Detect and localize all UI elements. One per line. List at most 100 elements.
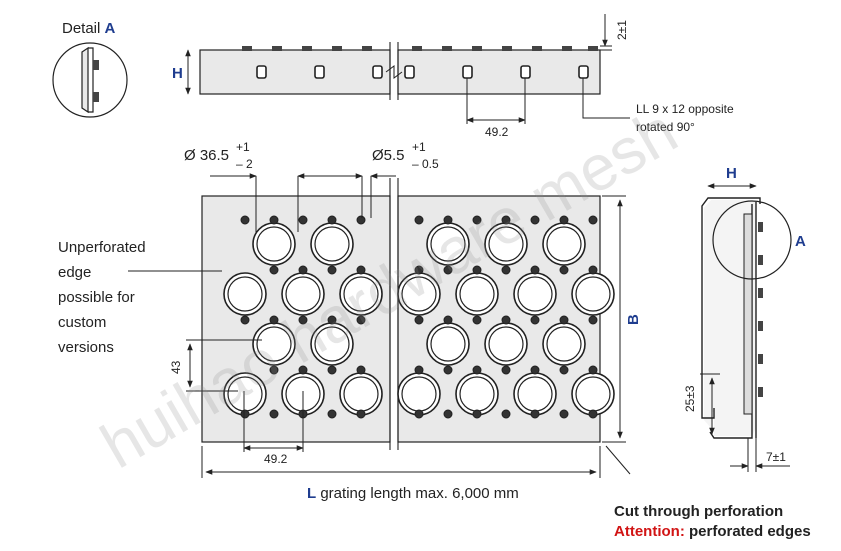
- small-hole: [327, 265, 337, 275]
- slot-note-line1: LL 9 x 12 opposite: [636, 102, 734, 116]
- width-label: B: [625, 314, 642, 325]
- large-hole-tol-plus: +1: [236, 140, 250, 154]
- small-hole: [559, 409, 569, 419]
- large-hole-diameter: Ø 36.5: [184, 147, 229, 164]
- large-hole: [252, 222, 296, 266]
- section-height-label: H: [726, 165, 737, 182]
- small-hole: [298, 315, 308, 325]
- large-hole: [426, 322, 470, 366]
- large-hole: [513, 372, 557, 416]
- small-hole: [327, 365, 337, 375]
- large-hole: [513, 272, 557, 316]
- small-hole: [327, 215, 337, 225]
- detail-label: Detail A: [62, 20, 116, 37]
- side-view: H 2±1 49.2 LL 9 x 12 opposite rotated 90…: [172, 14, 734, 139]
- section-detail-letter: A: [795, 233, 806, 250]
- svg-text:custom: custom: [58, 314, 106, 331]
- slot-note-line2: rotated 90°: [636, 120, 695, 134]
- small-hole: [472, 265, 482, 275]
- small-hole: [530, 365, 540, 375]
- large-hole: [542, 222, 586, 266]
- small-hole: [559, 315, 569, 325]
- length-label: L grating length max. 6,000 mm: [307, 485, 519, 502]
- svg-text:edge: edge: [58, 264, 91, 281]
- small-hole: [588, 315, 598, 325]
- small-hole: [414, 315, 424, 325]
- svg-text:Unperforated: Unperforated: [58, 239, 146, 256]
- large-hole: [455, 272, 499, 316]
- small-hole: [414, 365, 424, 375]
- side-slot-pitch: 49.2: [485, 125, 509, 139]
- small-hole: [269, 215, 279, 225]
- small-hole: [269, 409, 279, 419]
- detail-a-view: Detail A: [52, 20, 128, 118]
- small-hole: [269, 265, 279, 275]
- small-hole: [356, 365, 366, 375]
- large-hole: [223, 272, 267, 316]
- small-hole: [530, 265, 540, 275]
- plan-view: Ø 36.5 +1 – 2 Ø5.5 +1 – 0.5 43 49.2 B L …: [58, 140, 642, 502]
- side-height-label: H: [172, 65, 183, 82]
- small-hole: [559, 265, 569, 275]
- small-hole: [501, 409, 511, 419]
- large-hole: [426, 222, 470, 266]
- hole-pitch: 49.2: [264, 452, 288, 466]
- large-hole: [339, 372, 383, 416]
- small-hole: [501, 365, 511, 375]
- small-hole: [414, 409, 424, 419]
- large-hole: [397, 272, 441, 316]
- large-hole: [339, 272, 383, 316]
- detail-callout-circle: [712, 200, 792, 280]
- small-hole: [269, 365, 279, 375]
- large-hole: [310, 222, 354, 266]
- small-hole: [443, 315, 453, 325]
- svg-text:versions: versions: [58, 339, 114, 356]
- large-hole-tol-minus: – 2: [236, 157, 253, 171]
- small-hole: [269, 315, 279, 325]
- small-hole: [327, 315, 337, 325]
- small-hole: [588, 215, 598, 225]
- large-hole: [571, 372, 615, 416]
- small-hole: [443, 265, 453, 275]
- large-hole: [542, 322, 586, 366]
- small-hole: [472, 215, 482, 225]
- flange-dimension: 25±3: [683, 385, 697, 412]
- large-hole: [397, 372, 441, 416]
- large-hole: [484, 322, 528, 366]
- detail-circle: [52, 42, 128, 118]
- small-hole: [327, 409, 337, 419]
- small-hole: [472, 365, 482, 375]
- small-hole: [501, 315, 511, 325]
- attention-note: Attention: perforated edges: [614, 523, 811, 540]
- small-hole: [530, 409, 540, 419]
- small-hole: [240, 315, 250, 325]
- small-hole: [559, 215, 569, 225]
- small-hole: [472, 315, 482, 325]
- row-pitch: 43: [169, 360, 183, 374]
- small-hole: [356, 315, 366, 325]
- small-hole: [356, 215, 366, 225]
- small-hole: [588, 265, 598, 275]
- small-hole: [414, 265, 424, 275]
- perforation-pattern: [223, 215, 615, 419]
- small-hole: [298, 265, 308, 275]
- large-hole: [571, 272, 615, 316]
- small-hole-diameter: Ø5.5: [372, 147, 405, 164]
- small-hole: [472, 409, 482, 419]
- small-hole: [588, 409, 598, 419]
- small-hole: [530, 315, 540, 325]
- small-hole: [240, 409, 250, 419]
- small-hole: [414, 215, 424, 225]
- lip-dimension: 7±1: [766, 450, 786, 464]
- side-tolerance: 2±1: [615, 20, 629, 40]
- small-hole-tol-minus: – 0.5: [412, 157, 439, 171]
- small-hole: [298, 365, 308, 375]
- small-hole: [356, 409, 366, 419]
- cut-through-note: Cut through perforation: [614, 503, 783, 520]
- small-hole: [588, 365, 598, 375]
- small-hole: [240, 215, 250, 225]
- small-hole: [559, 365, 569, 375]
- small-hole: [443, 215, 453, 225]
- section-view: A H 25±3 7±1: [683, 165, 806, 472]
